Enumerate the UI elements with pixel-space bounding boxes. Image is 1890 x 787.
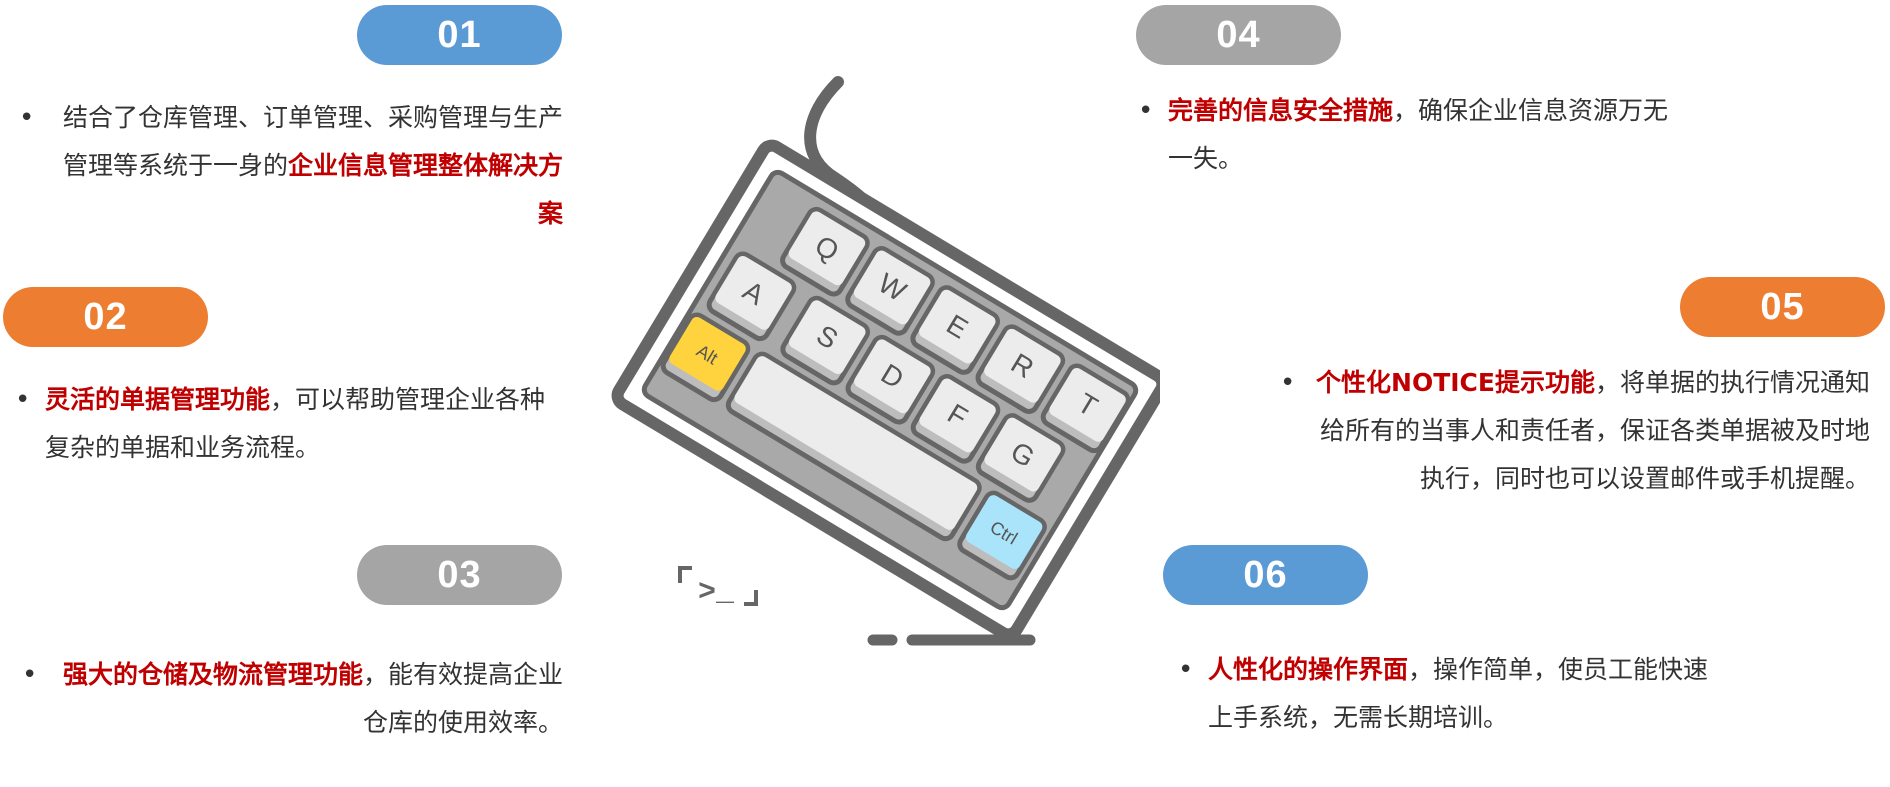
bullet: • <box>19 103 35 133</box>
badge-03: 03 <box>357 545 562 605</box>
key-space <box>725 351 982 542</box>
badge-02: 02 <box>3 287 208 347</box>
terminal-prompt-label: >_ <box>698 576 735 610</box>
bullet: • <box>1138 96 1154 126</box>
bullet: • <box>1280 368 1296 398</box>
item-06-text: • 人性化的操作界面，操作简单，使员工能快速上手系统，无需长期培训。 <box>1178 646 1728 742</box>
item-01-highlight: 企业信息管理整体解决方案 <box>287 151 563 228</box>
bullet: • <box>22 660 38 690</box>
key-ctrl: Ctrl <box>957 490 1047 581</box>
key-s: S <box>780 295 871 386</box>
key-alt: Alt <box>660 312 751 403</box>
item-03-highlight: 强大的仓储及物流管理功能 <box>62 660 363 689</box>
item-02-text: • 灵活的单据管理功能，可以帮助管理企业各种复杂的单据和业务流程。 <box>15 376 565 472</box>
key-f: F <box>910 374 1001 464</box>
bullet: • <box>1178 655 1194 685</box>
terminal-prompt-icon: >_ <box>678 566 758 610</box>
key-q: Q <box>780 206 870 297</box>
item-02-highlight: 灵活的单据管理功能 <box>45 385 271 414</box>
item-06-highlight: 人性化的操作界面 <box>1208 655 1409 684</box>
item-03-text: • 强大的仓储及物流管理功能，能有效提高企业仓库的使用效率。 <box>22 651 563 747</box>
key-g: G <box>975 413 1066 503</box>
bullet: • <box>15 385 31 415</box>
key-t: T <box>1040 363 1131 454</box>
key-a: A <box>706 251 797 342</box>
badge-05: 05 <box>1680 277 1885 337</box>
item-05-highlight: 个性化NOTICE提示功能 <box>1316 368 1595 397</box>
key-w: W <box>845 246 935 336</box>
key-r: R <box>975 324 1066 414</box>
badge-01: 01 <box>357 5 562 65</box>
badge-04: 04 <box>1136 5 1341 65</box>
key-d: D <box>845 334 936 425</box>
item-04-highlight: 完善的信息安全措施 <box>1168 96 1394 125</box>
key-e: E <box>910 285 1001 375</box>
item-01-text: • 结合了仓库管理、订单管理、采购管理与生产管理等系统于一身的企业信息管理整体解… <box>19 94 563 238</box>
item-04-text: • 完善的信息安全措施，确保企业信息资源万无一失。 <box>1138 87 1688 183</box>
item-05-text: • 个性化NOTICE提示功能，将单据的执行情况通知给所有的当事人和责任者，保证… <box>1280 359 1870 503</box>
badge-06: 06 <box>1163 545 1368 605</box>
